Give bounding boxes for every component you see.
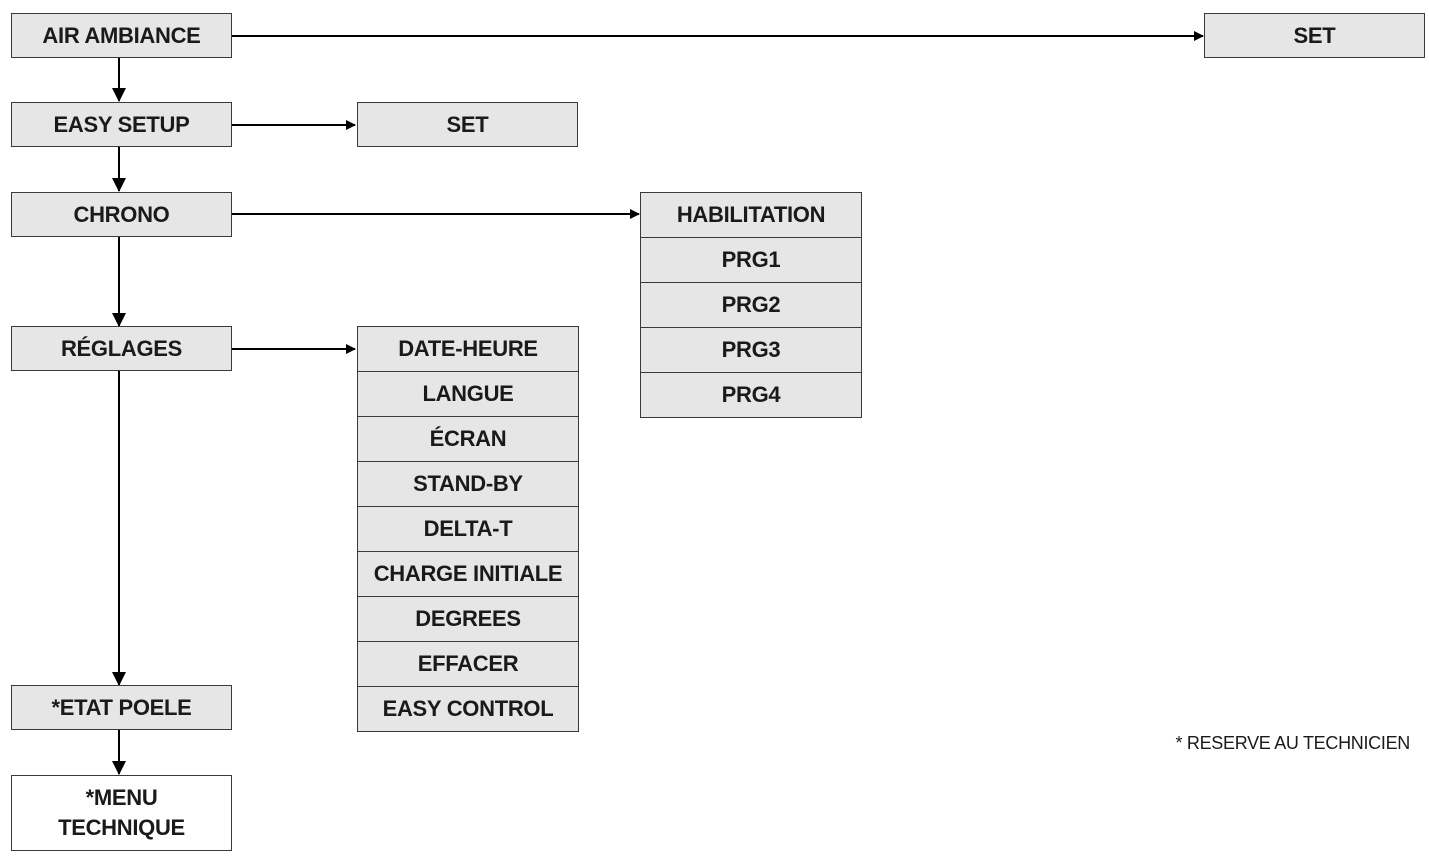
- menu-reglages[interactable]: RÉGLAGES: [11, 326, 232, 371]
- menu-etat-poele[interactable]: *ETAT POELE: [11, 685, 232, 730]
- chrono-item-prg4[interactable]: PRG4: [641, 373, 861, 418]
- reglages-item-ecran[interactable]: ÉCRAN: [358, 417, 578, 462]
- reglages-item-easy-control[interactable]: EASY CONTROL: [358, 687, 578, 732]
- technician-footnote: * RESERVE AU TECHNICIEN: [1175, 733, 1410, 753]
- reglages-submenu: DATE-HEURE LANGUE ÉCRAN STAND-BY DELTA-T…: [357, 326, 579, 732]
- chrono-item-prg3[interactable]: PRG3: [641, 328, 861, 373]
- menu-chrono[interactable]: CHRONO: [11, 192, 232, 237]
- menu-air-ambiance[interactable]: AIR AMBIANCE: [11, 13, 232, 58]
- easy-setup-set[interactable]: SET: [357, 102, 578, 147]
- reglages-item-delta-t[interactable]: DELTA-T: [358, 507, 578, 552]
- reglages-item-langue[interactable]: LANGUE: [358, 372, 578, 417]
- reglages-item-stand-by[interactable]: STAND-BY: [358, 462, 578, 507]
- reglages-item-charge-initiale[interactable]: CHARGE INITIALE: [358, 552, 578, 597]
- menu-easy-setup[interactable]: EASY SETUP: [11, 102, 232, 147]
- reglages-item-degrees[interactable]: DEGREES: [358, 597, 578, 642]
- menu-technique-line1: *MENU: [85, 785, 158, 810]
- reglages-item-date-heure[interactable]: DATE-HEURE: [358, 327, 578, 372]
- chrono-item-habilitation[interactable]: HABILITATION: [641, 193, 861, 238]
- air-ambiance-set[interactable]: SET: [1204, 13, 1425, 58]
- reglages-item-effacer[interactable]: EFFACER: [358, 642, 578, 687]
- menu-technique-line2: TECHNIQUE: [58, 815, 185, 840]
- chrono-item-prg1[interactable]: PRG1: [641, 238, 861, 283]
- chrono-item-prg2[interactable]: PRG2: [641, 283, 861, 328]
- chrono-submenu: HABILITATION PRG1 PRG2 PRG3 PRG4: [640, 192, 862, 418]
- menu-technique[interactable]: *MENU TECHNIQUE: [11, 775, 232, 851]
